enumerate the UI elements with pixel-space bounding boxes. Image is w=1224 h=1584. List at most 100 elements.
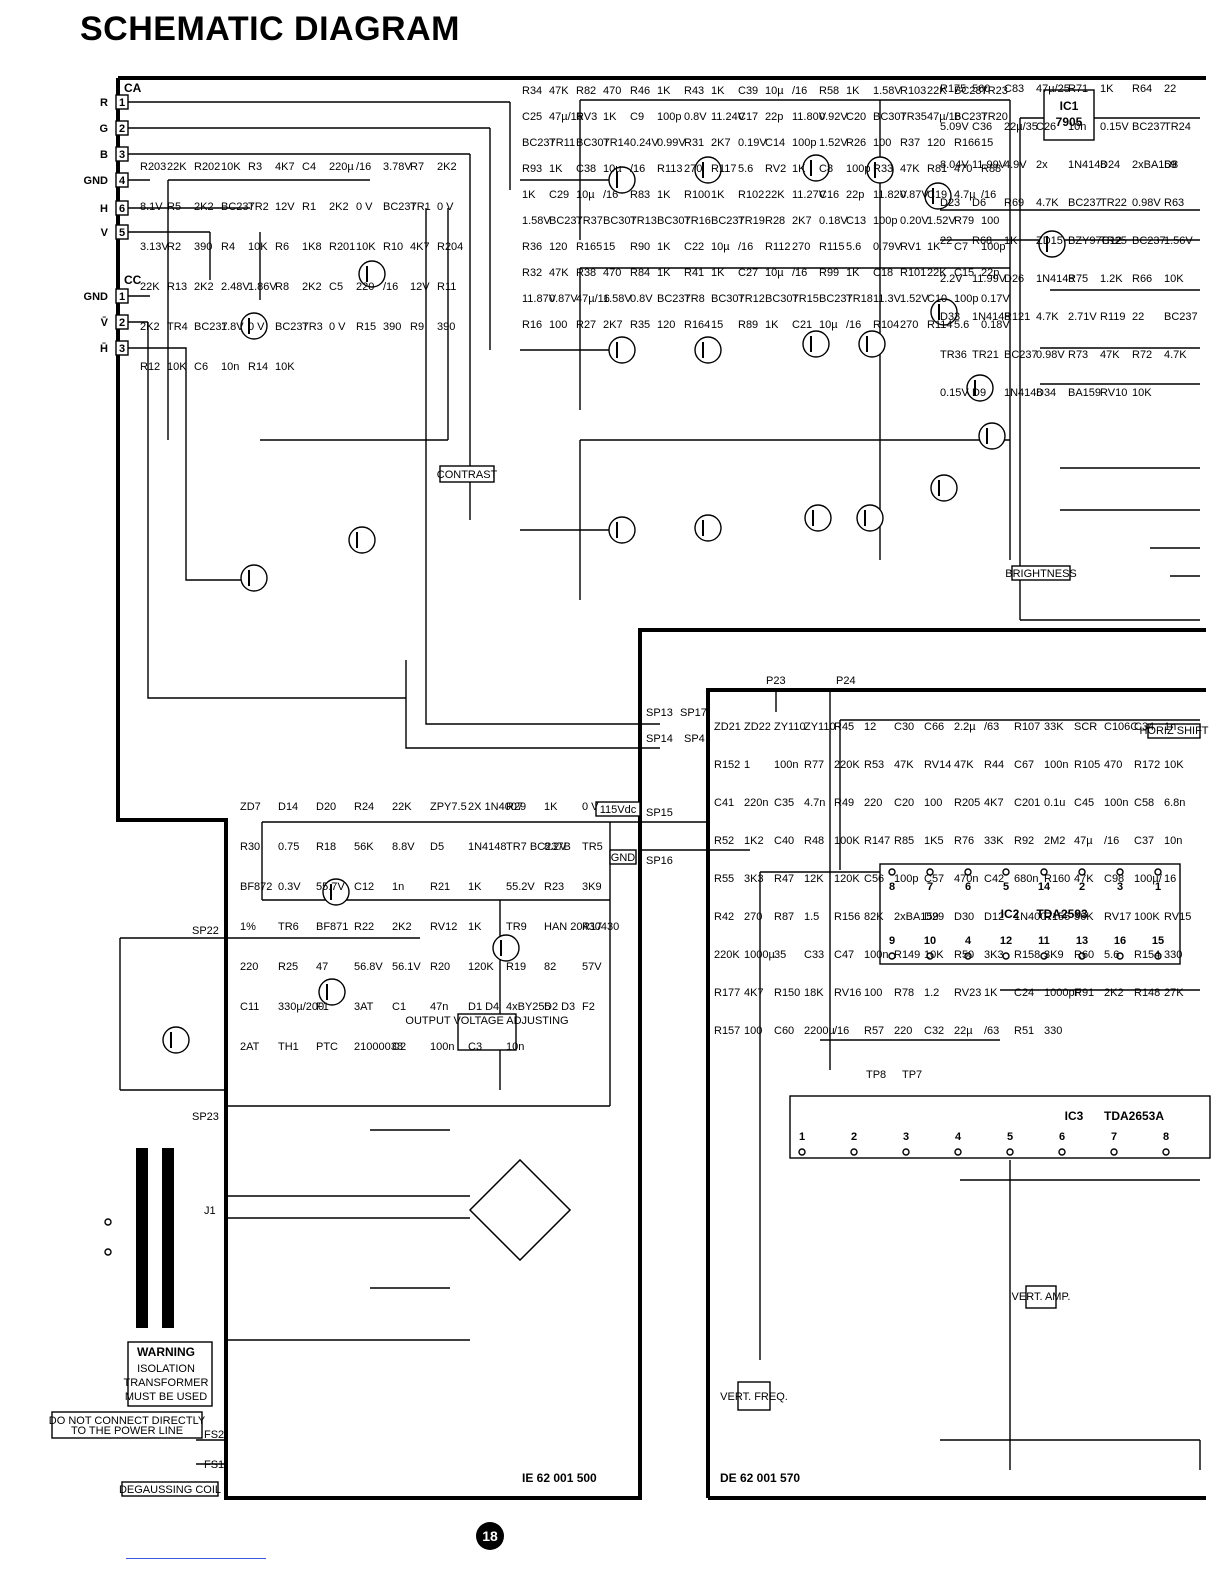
component-label: C34	[1134, 721, 1154, 733]
component-label: 2K2	[194, 281, 214, 293]
component-label: BC237	[711, 215, 745, 227]
component-label: 22K	[392, 801, 412, 813]
component-label: 220	[356, 281, 374, 293]
component-label: F2	[582, 1001, 595, 1013]
component-label: 56.8V	[354, 961, 383, 973]
component-label: 22K	[765, 189, 785, 201]
component-label: C83	[1004, 83, 1024, 95]
component-label: 47K	[549, 267, 569, 279]
component-label: 1K	[927, 241, 941, 253]
page-number: 18	[476, 1522, 504, 1550]
component-label: R121	[1004, 311, 1030, 323]
component-label: R77	[804, 759, 824, 771]
component-label: R21	[430, 881, 450, 893]
component-label: R119	[1100, 311, 1125, 323]
component-label: R152	[714, 759, 740, 771]
component-label: 1.2	[924, 987, 939, 999]
component-label: 47K	[1074, 873, 1094, 885]
component-label: TR19	[738, 215, 765, 227]
ic3-pin-label: 5	[1007, 1131, 1013, 1143]
ic2-pin	[926, 868, 934, 876]
component-label: R15	[356, 321, 376, 333]
component-label: BC237	[1132, 235, 1166, 247]
ic3-pin-label: 4	[955, 1131, 962, 1143]
component-label: C106C	[1104, 721, 1138, 733]
component-label: 100p	[792, 137, 816, 149]
component-label: C16	[819, 189, 839, 201]
component-label: 57V	[582, 961, 602, 973]
component-label: 3K3	[744, 873, 764, 885]
component-label: C35	[774, 797, 794, 809]
component-label: 2K7	[603, 319, 623, 331]
component-label: 270	[744, 911, 762, 923]
component-label: R42	[714, 911, 734, 923]
component-label: R28	[765, 215, 785, 227]
component-label: R117	[711, 163, 736, 175]
component-label: 33K	[984, 835, 1004, 847]
ic2-pin	[888, 952, 896, 960]
component-label: 47n	[430, 1001, 448, 1013]
component-label: 5.09V	[940, 121, 969, 133]
component-label: 100K	[1134, 911, 1160, 923]
component-label: R60	[1074, 949, 1094, 961]
connector-cc-pin-number: 1	[119, 291, 125, 303]
component-label: 0.18V	[819, 215, 848, 227]
component-label: R55	[714, 873, 734, 885]
component-label: 2.48V	[221, 281, 250, 293]
component-label: D1 D4	[468, 1001, 499, 1013]
component-label: 1K	[711, 189, 725, 201]
component-label: R22	[354, 921, 374, 933]
page-title: SCHEMATIC DIAGRAM	[80, 10, 460, 48]
component-label: BC237	[954, 85, 988, 97]
connector-cc-pin-number: 3	[119, 343, 125, 355]
warning-title: WARNING	[137, 1345, 195, 1359]
component-label: R79	[954, 215, 974, 227]
component-label: R43	[684, 85, 704, 97]
component-label: BC237	[275, 321, 309, 333]
component-label: 3.78V	[383, 161, 412, 173]
component-label: 470	[603, 85, 621, 97]
component-label: 10µ	[765, 267, 784, 279]
component-label: 16	[1164, 873, 1176, 885]
component-label: 0.19V	[738, 137, 767, 149]
component-label: 4.9V	[1004, 159, 1027, 171]
component-label: R84	[630, 267, 650, 279]
component-label: 11.82V	[873, 189, 908, 201]
component-label: R35	[630, 319, 650, 331]
horiz-shift-box: HORIZ SHIFT	[1139, 723, 1209, 739]
component-label: RV12	[430, 921, 457, 933]
component-label: R19	[506, 961, 526, 973]
transistor-symbol	[240, 312, 268, 340]
component-label: D29	[924, 911, 944, 923]
do-not-connect-line-1: DO NOT CONNECT DIRECTLY	[49, 1415, 206, 1427]
component-label: 330µ/200	[278, 1001, 324, 1013]
component-label: R107	[1014, 721, 1040, 733]
component-label: 11.99V	[972, 273, 1007, 285]
component-label: BC307	[576, 137, 610, 149]
transistor-symbol	[856, 504, 884, 532]
component-label: BC307	[711, 293, 745, 305]
component-label: 0.24V	[630, 137, 659, 149]
component-label: 1.58V	[873, 85, 902, 97]
component-label: ZY110	[774, 721, 806, 733]
component-label: 1N4148	[1036, 273, 1075, 285]
component-label: D23	[940, 197, 960, 209]
component-label: 330	[1164, 949, 1182, 961]
component-label: R112	[765, 241, 790, 253]
component-label: C37	[1134, 835, 1154, 847]
component-label: 1	[744, 759, 750, 771]
component-label: R68	[972, 235, 992, 247]
component-label: R12	[140, 361, 160, 373]
component-label: 22µ/35	[1004, 121, 1038, 133]
component-label: TR12	[738, 293, 765, 305]
component-label: 1K	[468, 881, 482, 893]
component-label: 2K2	[302, 281, 322, 293]
component-label: 1.56V	[1164, 235, 1193, 247]
component-label: ZD15	[1036, 235, 1063, 247]
transistor-symbol	[492, 934, 520, 962]
component-label: SCR	[1074, 721, 1097, 733]
vert-freq-box: VERT. FREQ.	[720, 1381, 788, 1411]
component-label: 1K	[1100, 83, 1114, 95]
component-label: 1K	[522, 189, 536, 201]
